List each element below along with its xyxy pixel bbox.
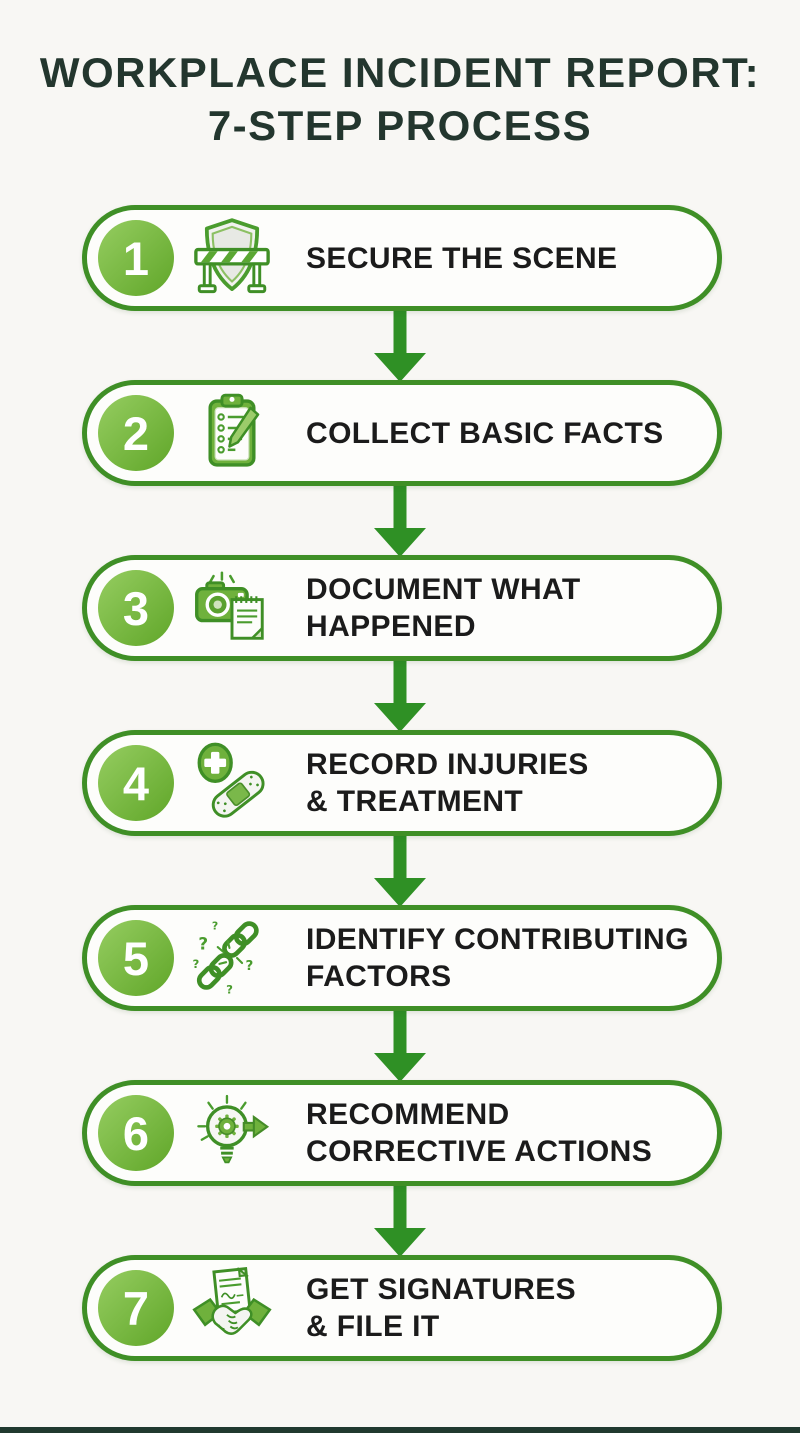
step-label-line: GET SIGNATURES: [306, 1273, 577, 1306]
step-row: 7 GET SIGNATURES & FILE IT: [82, 1255, 722, 1361]
step-label-line: RECORD INJURIES: [306, 748, 589, 781]
step-label: SECURE THE SCENE: [306, 240, 617, 277]
step-label-line: HAPPENED: [306, 610, 476, 643]
down-arrow-icon: [373, 661, 427, 733]
step-number-badge: 3: [98, 570, 174, 646]
broken-chain-icon: ? ? ? ? ?: [193, 919, 259, 996]
step-label-line: SECURE THE SCENE: [306, 241, 618, 275]
step-row: 4 RECORD INJURIES & TREATMENT: [82, 730, 722, 836]
step-icon: [188, 1261, 276, 1355]
step-number: 3: [122, 581, 150, 635]
step-label-line: & TREATMENT: [306, 785, 524, 818]
handshake-document-icon: [192, 1266, 272, 1335]
step-number-badge: 5: [98, 920, 174, 996]
step-label-line: & FILE IT: [306, 1310, 440, 1343]
step-label-line: RECOMMEND: [306, 1098, 510, 1131]
step-icon: [188, 1086, 276, 1180]
step-pill: 1 SECURE THE SCENE: [82, 205, 722, 311]
step-number: 6: [122, 1106, 150, 1160]
step-label: GET SIGNATURES & FILE IT: [306, 1271, 576, 1345]
step-label: RECOMMEND CORRECTIVE ACTIONS: [306, 1096, 652, 1170]
step-number: 2: [122, 406, 150, 460]
down-arrow-icon: [373, 486, 427, 558]
step-pill: 4 RECORD INJURIES & TREATMENT: [82, 730, 722, 836]
step-row: 3 DOCUMENT WHAT HAPPENED: [82, 555, 722, 661]
footer-bar: [0, 1427, 800, 1433]
step-label: DOCUMENT WHAT HAPPENED: [306, 571, 581, 645]
step-number: 1: [122, 231, 150, 285]
step-label: RECORD INJURIES & TREATMENT: [306, 746, 589, 820]
step-pill: 2 COLLECT BASIC FACTS: [82, 380, 722, 486]
step-pill: 6 RECOMMEND CORRECTIVE ACTIONS: [82, 1080, 722, 1186]
step-row: 2 COLLECT BASIC FACTS: [82, 380, 722, 486]
step-number-badge: 6: [98, 1095, 174, 1171]
clipboard-checklist-icon: [208, 393, 260, 467]
step-row: 1 SECURE THE SCENE: [82, 205, 722, 311]
step-label-line: FACTORS: [306, 960, 452, 993]
step-number: 5: [122, 931, 150, 985]
medical-bandage-icon: [197, 742, 265, 818]
page-title-line2: 7-STEP PROCESS: [207, 102, 593, 149]
step-row: 6 RECOMMEND CORRECTIVE ACTIONS: [82, 1080, 722, 1186]
barricade-shield-icon: [194, 218, 270, 294]
down-arrow-icon: [373, 836, 427, 908]
down-arrow-icon: [373, 1011, 427, 1083]
step-pill: 7 GET SIGNATURES & FILE IT: [82, 1255, 722, 1361]
step-label: IDENTIFY CONTRIBUTING FACTORS: [306, 921, 689, 995]
step-number: 4: [122, 756, 150, 810]
step-row: 5 ? ? ? ? ? IDENTIFY CONTRIBUTING FACTORS: [82, 905, 722, 1011]
step-pill: 3 DOCUMENT WHAT HAPPENED: [82, 555, 722, 661]
step-icon: [188, 211, 276, 305]
step-label-line: DOCUMENT WHAT: [306, 573, 581, 606]
svg-text:?: ?: [245, 959, 253, 974]
svg-text:?: ?: [198, 934, 208, 954]
svg-text:?: ?: [226, 982, 233, 996]
camera-notepad-icon: [195, 571, 264, 640]
svg-text:?: ?: [193, 957, 200, 971]
step-label: COLLECT BASIC FACTS: [306, 415, 664, 452]
down-arrow-icon: [373, 311, 427, 383]
down-arrow-icon: [373, 1186, 427, 1258]
page-title-line1: WORKPLACE INCIDENT REPORT:: [39, 49, 761, 96]
step-label-line: CORRECTIVE ACTIONS: [306, 1135, 653, 1168]
step-number-badge: 1: [98, 220, 174, 296]
step-icon: [188, 736, 276, 830]
idea-gear-arrow-icon: [197, 1094, 270, 1164]
step-number-badge: 7: [98, 1270, 174, 1346]
step-label-line: IDENTIFY CONTRIBUTING: [306, 923, 689, 956]
step-pill: 5 ? ? ? ? ? IDENTIFY CONTRIBUTING FACTORS: [82, 905, 722, 1011]
svg-text:?: ?: [212, 919, 218, 932]
step-number-badge: 2: [98, 395, 174, 471]
step-icon: [188, 386, 276, 480]
step-label-line: COLLECT BASIC FACTS: [306, 416, 664, 450]
step-icon: [188, 561, 276, 655]
page-title: WORKPLACE INCIDENT REPORT: 7-STEP PROCES…: [0, 46, 800, 152]
step-number: 7: [122, 1281, 150, 1335]
step-icon: ? ? ? ? ?: [188, 911, 276, 1005]
step-number-badge: 4: [98, 745, 174, 821]
